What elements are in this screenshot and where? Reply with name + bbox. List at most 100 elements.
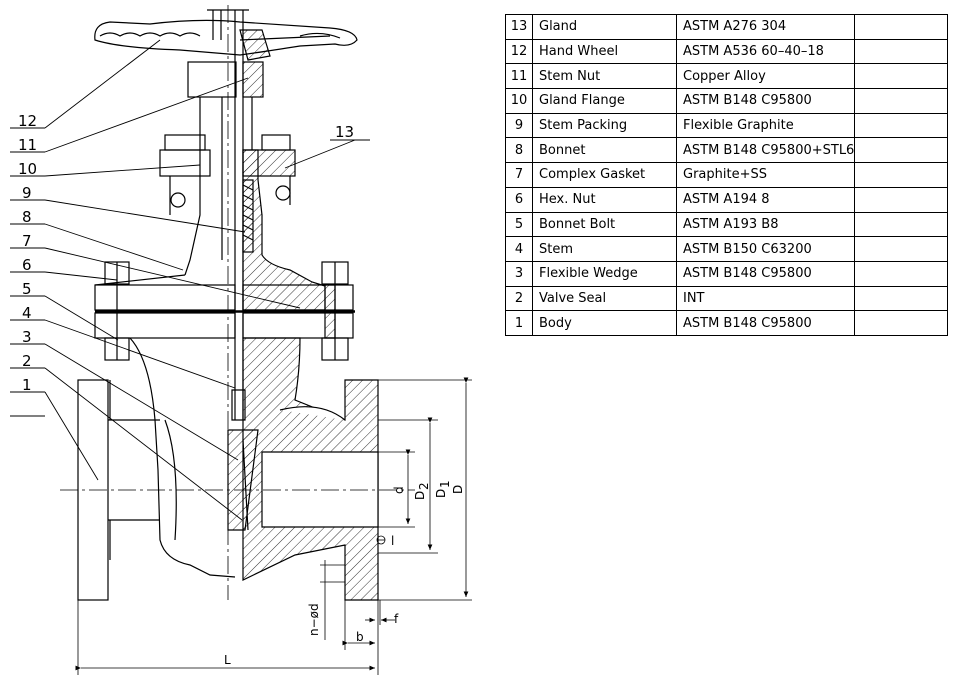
part-name: Hex. Nut [532,186,677,213]
bonnet-bolts [104,261,349,361]
part-number: 11 [505,63,533,90]
part-name: Bonnet Bolt [532,211,677,238]
part-material: ASTM B148 C95800 [675,88,856,114]
part-material: INT [675,285,856,312]
callout-5: 5 [22,280,32,298]
part-blank [854,63,949,90]
callout-8: 8 [22,208,32,226]
part-number: 7 [505,162,533,188]
part-material: ASTM B148 C95800 [675,310,856,336]
part-material: ASTM B148 C95800+STL6 [675,137,856,164]
part-name: Stem Packing [532,112,677,139]
dim-b: b [356,630,364,644]
part-material: ASTM B148 C95800 [675,260,856,287]
callout-3: 3 [22,328,32,346]
dim-n-d: n−ød [307,603,321,636]
part-material: Graphite+SS [675,162,856,188]
part-name: Stem Nut [532,63,677,90]
part-material: ASTM A536 60–40–18 [675,38,856,65]
leader-lines [10,39,370,521]
part-blank [854,310,949,336]
part-material: Flexible Graphite [675,112,856,139]
dim-D2-sub: 2 [417,482,431,490]
part-number: 2 [505,285,533,312]
hand-wheel [94,19,358,61]
dim-l: l [391,534,394,548]
part-material: ASTM A276 304 [675,14,856,40]
yoke [184,61,264,276]
part-number: 5 [505,211,533,238]
part-blank [854,38,949,65]
part-blank [854,137,949,164]
callout-12: 12 [18,112,37,130]
part-name: Complex Gasket [532,162,677,188]
dim-L: L [224,653,231,667]
callout-10: 10 [18,160,37,178]
dim-d: d [392,486,406,494]
part-blank [854,211,949,238]
part-number: 12 [505,38,533,65]
part-number: 8 [505,137,533,164]
part-blank [854,162,949,188]
part-name: Bonnet [532,137,677,164]
part-blank [854,285,949,312]
dimension-lines [75,377,472,675]
part-name: Stem [532,236,677,262]
callout-1: 1 [22,376,32,394]
gland-flange [159,134,296,215]
part-name: Gland [532,14,677,40]
part-blank [854,260,949,287]
part-blank [854,236,949,262]
part-blank [854,88,949,114]
part-name: Hand Wheel [532,38,677,65]
callout-7: 7 [22,232,32,250]
part-material: Copper Alloy [675,63,856,90]
valve-body [77,337,379,601]
part-number: 3 [505,260,533,287]
part-name: Gland Flange [532,88,677,114]
callout-11: 11 [18,136,37,154]
part-number: 1 [505,310,533,336]
dim-D1-sub: 1 [438,480,452,488]
callout-2: 2 [22,352,32,370]
dim-D2: D [413,491,427,500]
part-number: 6 [505,186,533,213]
callout-6: 6 [22,256,32,274]
part-number: 4 [505,236,533,262]
dim-D: D [451,485,465,494]
part-blank [854,112,949,139]
dim-f: f [394,612,399,626]
part-number: 10 [505,88,533,114]
bonnet [94,149,355,339]
callout-9: 9 [22,184,32,202]
part-material: ASTM B150 C63200 [675,236,856,262]
part-number: 13 [505,14,533,40]
part-blank [854,186,949,213]
part-name: Flexible Wedge [532,260,677,287]
callout-4: 4 [22,304,32,322]
part-number: 9 [505,112,533,139]
part-name: Valve Seal [532,285,677,312]
part-name: Body [532,310,677,336]
part-material: ASTM A193 B8 [675,211,856,238]
part-blank [854,14,949,40]
callout-13: 13 [335,123,354,141]
dim-D1: D [434,489,448,498]
part-material: ASTM A194 8 [675,186,856,213]
